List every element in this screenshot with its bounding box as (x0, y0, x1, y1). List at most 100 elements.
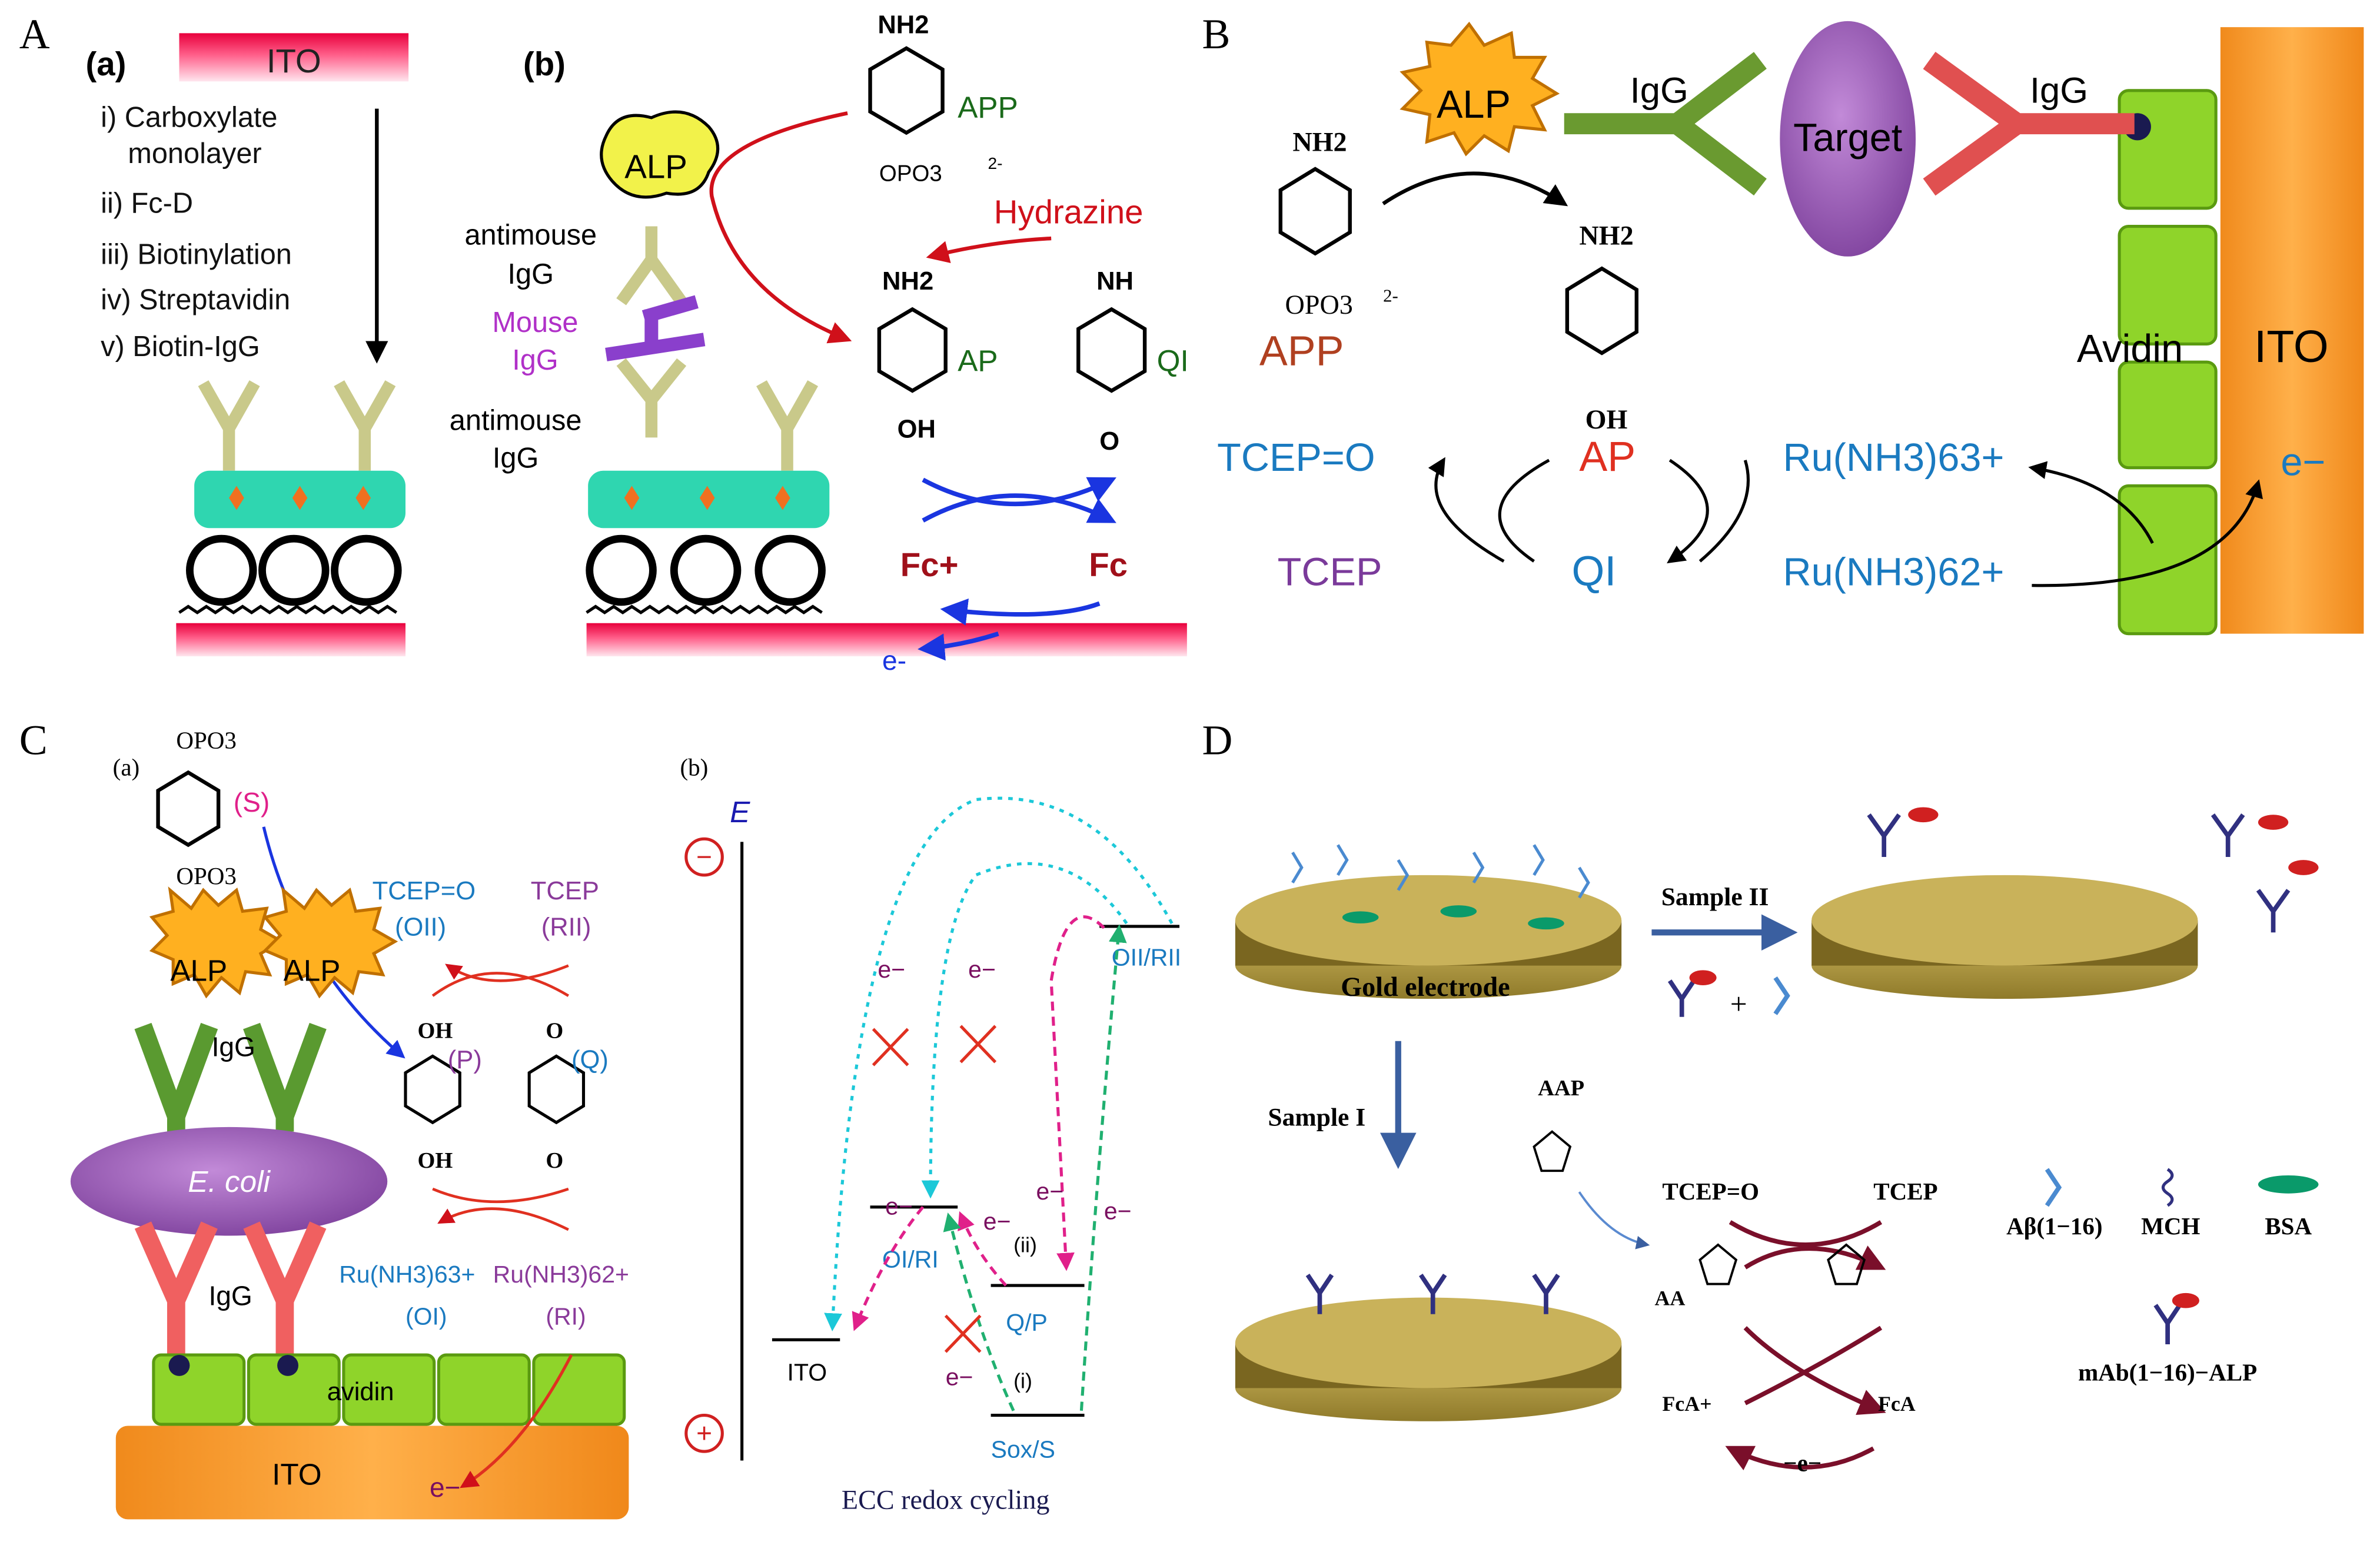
ito-electrode-c (115, 1426, 629, 1520)
alp-label-icon (2288, 860, 2319, 875)
alp-label-c2: ALP (284, 953, 341, 987)
bsa-icon (1528, 917, 1564, 930)
ito-electrode-b (2220, 27, 2364, 634)
ito-bar-bottom (176, 623, 405, 657)
qi-label-b: QI (1572, 548, 1617, 595)
e-label: e− (946, 1363, 973, 1390)
avidin-block (342, 1353, 436, 1426)
mab-legend-icon (2153, 1304, 2182, 1345)
green-dashed-arrow (1079, 924, 1127, 1411)
e-label: e− (885, 1193, 913, 1220)
benzene-ring-icon (1565, 266, 1638, 355)
alp-star (149, 886, 285, 999)
app-nh2: NH2 (877, 11, 929, 39)
ito-label: ITO (267, 42, 321, 79)
oh-top: OH (418, 1019, 453, 1044)
sample-ii-label: Sample II (1661, 883, 1769, 911)
tcep-b: TCEP (1278, 551, 1382, 594)
ap-label-b: AP (1579, 433, 1636, 480)
igg-label-c2: IgG (208, 1280, 252, 1311)
i-label: (i) (1013, 1369, 1032, 1393)
benzene-ring-icon (156, 770, 221, 848)
aap-label: AAP (1538, 1076, 1584, 1101)
step-list: i) Carboxylate monolayer ii) Fc-D iii) B… (101, 101, 292, 363)
mch-legend-icon (2161, 1168, 2174, 1207)
fca-label: FcA (1878, 1392, 1916, 1416)
monolayer-zigzag (178, 604, 398, 614)
panel-d: D Gold electrode Sample II + Sample I AA… (1202, 717, 2319, 1476)
antibody-icon (616, 226, 687, 305)
antimouse-label-2: antimouse (450, 405, 582, 437)
ecc-caption: ECC redox cycling (842, 1484, 1050, 1514)
igg-label-c1: IgG (212, 1031, 255, 1062)
minus-sign: − (696, 841, 712, 872)
abeta-legend-label: Aβ(1−16) (2006, 1212, 2102, 1240)
oii-rii-label: OII/RII (1112, 944, 1181, 971)
igg-label-2: IgG (512, 344, 558, 376)
q-p-label: Q/P (1006, 1309, 1048, 1336)
ap-nh2: NH2 (882, 267, 933, 295)
ecoli-ellipse (70, 1127, 388, 1236)
panel-letter-a: A (19, 11, 50, 58)
black-arrow (1667, 458, 1709, 564)
panel-c: C (a) (b) OPO3 OPO3 (S) ALP ALP IgG E. c… (19, 717, 1181, 1520)
electron-label: e- (882, 645, 906, 676)
tcep-d: TCEP (1873, 1178, 1937, 1205)
antibody-icon (1305, 1274, 1560, 1314)
ii-label: (ii) (1013, 1234, 1037, 1257)
electron-label-b: e− (2281, 440, 2325, 484)
tcep-c: TCEP (531, 877, 599, 905)
antimouse-label-1: antimouse (464, 219, 597, 251)
hydroquinone-ring-icon (404, 1054, 461, 1125)
rii-c: (RII) (541, 913, 591, 941)
ito-level-label: ITO (787, 1359, 827, 1386)
benzene-ring-icon (1278, 167, 1352, 256)
electrode-b: ALP antimouse IgG Mouse IgG antimouse Ig… (450, 110, 1187, 657)
igg-label-3: IgG (493, 443, 539, 474)
aap-molecule-icon (1533, 1130, 1572, 1172)
electron-arrow-b2 (2028, 461, 2154, 544)
app-label: APP (958, 91, 1018, 124)
chemistry-a: NH2 APP OPO3 2- Hydrazine NH2 AP OH NH Q… (709, 11, 1189, 676)
alp-label-b: ALP (1437, 83, 1511, 127)
panel-b: B ITO Avidin ALP IgG Target IgG NH2 OPO3… (1202, 11, 2364, 636)
ap-label: AP (958, 344, 998, 378)
mab-legend-label: mAb(1−16)−ALP (2078, 1359, 2257, 1386)
target-label: Target (1793, 116, 1903, 160)
ap-nh2-b: NH2 (1579, 220, 1633, 250)
qi-nh: NH (1096, 267, 1134, 295)
maroon-arrow (1725, 1446, 1875, 1471)
monolayer-zigzag-b (586, 604, 823, 614)
tcep-o-c: TCEP=O (373, 877, 476, 905)
fca-plus-label: FcA+ (1662, 1392, 1711, 1416)
tcep-o-d: TCEP=O (1662, 1178, 1759, 1205)
panel-letter-c: C (19, 717, 48, 764)
cyan-dotted-arrow (824, 796, 1174, 1332)
igg-label-1: IgG (508, 258, 554, 290)
dendrimer-icon (186, 534, 257, 606)
dendrimer-icon (754, 534, 826, 606)
abeta-icons (1291, 844, 1590, 899)
ito-bar-top (179, 33, 409, 82)
maroon-arrow (1729, 1220, 1883, 1247)
step-2: ii) Fc-D (101, 187, 193, 219)
opo3-top: OPO3 (176, 726, 237, 753)
qi-label: QI (1157, 344, 1189, 378)
ru2-c: Ru(NH3)62+ (493, 1261, 629, 1288)
panel-c-sublabel-a: (a) (113, 754, 140, 781)
e-label: e− (968, 956, 996, 983)
oii-c: (OII) (395, 913, 446, 941)
green-dashed-arrow (943, 1212, 1015, 1411)
q-label: (Q) (571, 1046, 609, 1074)
red-arrow (432, 1187, 569, 1204)
antibody-red (134, 1221, 327, 1365)
red-cross-icon (872, 1028, 909, 1066)
tcep-o-b: TCEP=O (1217, 436, 1375, 480)
gold-electrode-label: Gold electrode (1341, 972, 1510, 1002)
ito-bar-long (586, 623, 1187, 657)
app-label-b: APP (1259, 327, 1344, 374)
red-cross-icon (944, 1314, 982, 1353)
bsa-icon (1440, 905, 1477, 918)
maroon-arrow (1743, 1326, 1886, 1415)
fc-plus-label: Fc+ (900, 546, 959, 583)
